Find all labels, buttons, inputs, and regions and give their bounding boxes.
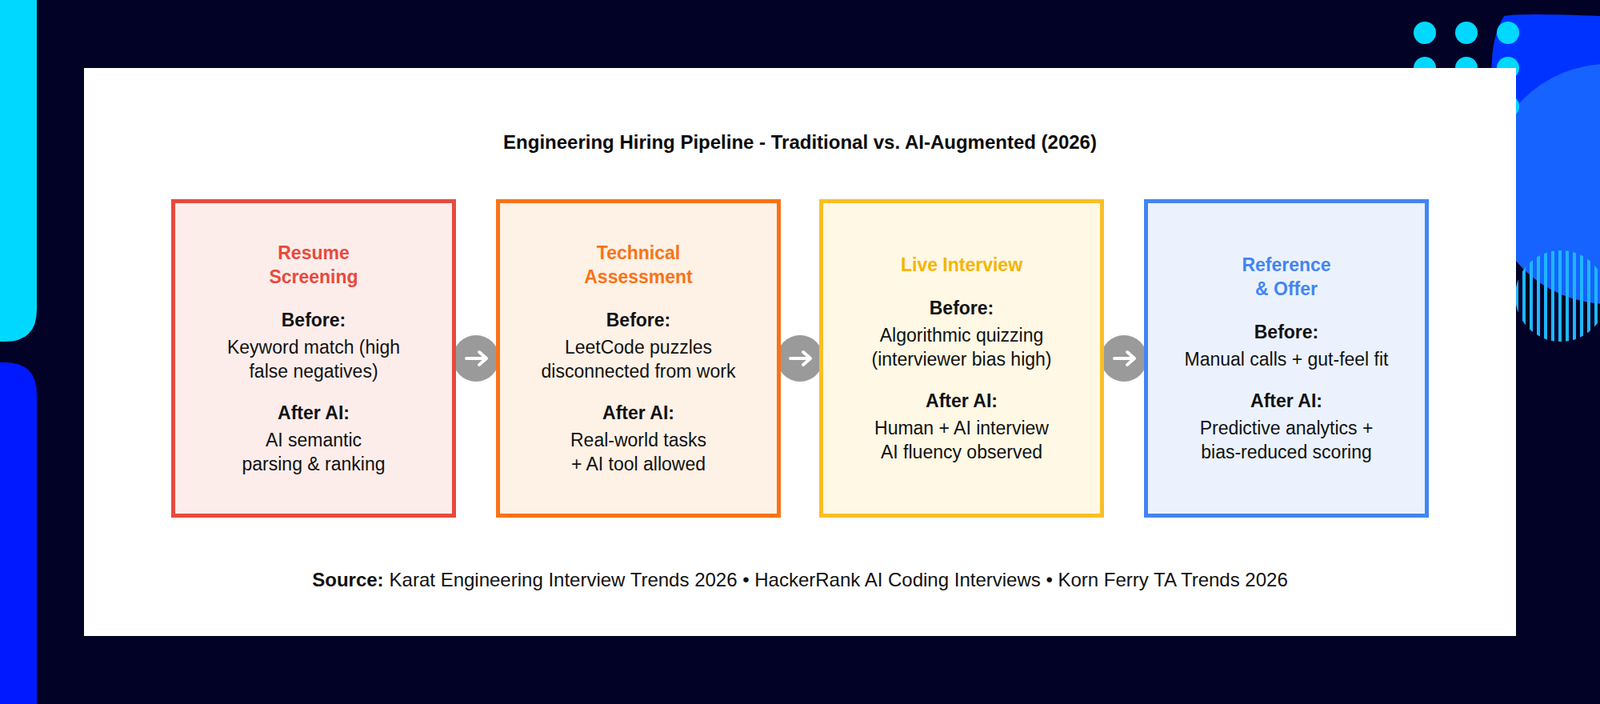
section-label: Before:	[281, 308, 347, 332]
stage-heading: Resume Screening	[244, 240, 384, 289]
section-text: Manual calls + gut-feel fit	[1184, 347, 1388, 372]
flow-arrow	[452, 335, 500, 382]
stage-box: Reference & OfferBefore: Manual calls + g…	[1144, 199, 1429, 518]
section-text: Real-world tasks + AI tool allowed	[518, 428, 759, 476]
section-text: Predictive analytics + bias-reduced scor…	[1166, 416, 1407, 464]
striped-circle	[1515, 240, 1600, 352]
flow-arrow	[1100, 335, 1148, 382]
cyan-side-bar	[0, 0, 37, 342]
stage-box: Resume ScreeningBefore: Keyword match (hi…	[171, 199, 456, 518]
stage-box: Technical AssessmentBefore: LeetCode puzz…	[496, 199, 781, 518]
stage-heading: Technical Assessment	[568, 240, 709, 289]
section-label: After AI:	[602, 400, 675, 425]
stage-heading: Reference & Offer	[1216, 252, 1357, 301]
stage-heading: Live Interview	[900, 252, 1023, 277]
blue-side-bar	[0, 362, 37, 704]
source-line: Source:Karat Engineering Interview Trend…	[84, 568, 1516, 592]
source-text: Karat Engineering Interview Trends 2026 …	[389, 568, 1288, 592]
section-text: Algorithmic quizzing (interviewer bias h…	[841, 323, 1082, 372]
section-label: After AI:	[1250, 388, 1323, 413]
section-label: After AI:	[925, 388, 998, 413]
section-label: Before:	[1254, 320, 1320, 344]
diagram-title: Engineering Hiring Pipeline - Traditiona…	[84, 130, 1516, 155]
section-label: Before:	[929, 296, 995, 320]
section-text: AI semantic parsing & ranking	[193, 428, 434, 476]
section-label: Before:	[606, 308, 672, 332]
source-label: Source:	[312, 568, 384, 592]
section-text: LeetCode puzzles disconnected from work	[518, 335, 759, 384]
section-label: After AI:	[277, 400, 350, 425]
stage-box: Live InterviewBefore: Algorithmic quizzin…	[819, 199, 1104, 518]
section-text: Keyword match (high false negatives)	[193, 335, 434, 384]
flow-arrow	[776, 335, 824, 382]
section-text: Human + AI interview AI fluency observed	[841, 416, 1082, 464]
